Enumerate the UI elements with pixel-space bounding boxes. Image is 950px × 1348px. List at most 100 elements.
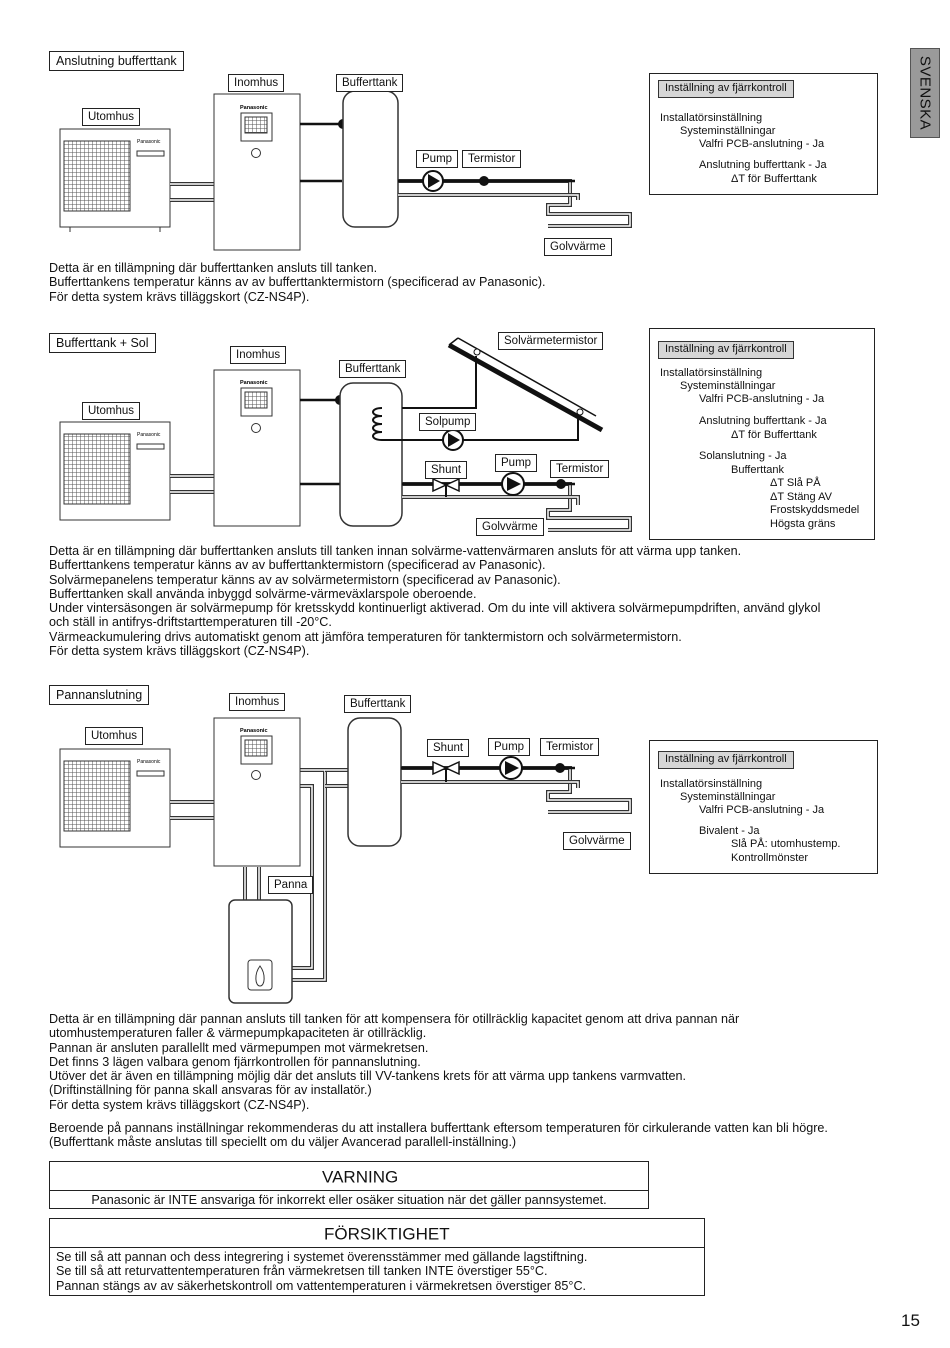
outdoor-brand: Panasonic xyxy=(137,759,161,765)
paragraph-line: Under vintersäsongen är solvärmepump för… xyxy=(49,601,821,616)
settings-line: Slå PÅ: utomhustemp. xyxy=(731,838,841,850)
settings-line: Frostskyddsmedel xyxy=(770,504,860,516)
settings-line: Valfri PCB-anslutning - Ja xyxy=(699,393,825,405)
section2-shunt-label: Shunt xyxy=(425,461,468,479)
section1-pump-label: Pump xyxy=(416,150,459,168)
section2-title: Bufferttank + Sol xyxy=(49,333,156,353)
paragraph-line: Bufferttanken skall använda inbyggd solv… xyxy=(49,586,477,601)
settings-line: Installatörsinställning xyxy=(660,112,763,124)
section1-description: Detta är en tillämpning där bufferttanke… xyxy=(49,261,546,304)
note-paragraph: Beroende på pannans inställningar rekomm… xyxy=(49,1121,828,1150)
section1-outdoor-label: Utomhus xyxy=(82,108,141,126)
section1-floor-label: Golvvärme xyxy=(544,238,612,256)
settings-line: Systeminställningar xyxy=(680,380,776,392)
section3-boiler-label: Panna xyxy=(268,876,314,894)
settings-header: Inställning av fjärrkontroll xyxy=(658,751,794,769)
paragraph-line: Utöver det är även en tillämpning möjlig… xyxy=(49,1069,686,1084)
settings-line: ΔT för Bufferttank xyxy=(731,173,817,185)
section2-indoor-label: Inomhus xyxy=(230,346,287,364)
paragraph-line: och ställ in antifrys-driftstarttemperat… xyxy=(49,615,332,630)
section3-tank-label: Bufferttank xyxy=(344,695,412,713)
section1-tank-label: Bufferttank xyxy=(336,74,404,92)
indoor-brand: Panasonic xyxy=(240,380,268,386)
caution-line: Pannan stängs av av säkerhetskontroll om… xyxy=(56,1278,587,1293)
warning-line: Panasonic är INTE ansvariga för inkorrek… xyxy=(91,1193,607,1207)
section3-thermistor-label: Termistor xyxy=(540,738,600,756)
section3-outdoor-label: Utomhus xyxy=(85,727,144,745)
settings-line: Högsta gräns xyxy=(770,518,836,530)
settings-header: Inställning av fjärrkontroll xyxy=(658,80,794,98)
section3-floor-label: Golvvärme xyxy=(563,832,631,850)
paragraph-line: utomhustemperaturen faller & värmepumpka… xyxy=(49,1026,427,1041)
diagram-section3: Panasonic Panasonic xyxy=(59,717,632,1004)
paragraph-line: Bufferttankens temperatur känns av av bu… xyxy=(49,558,546,573)
section3-pump-label: Pump xyxy=(488,738,531,756)
warning-box: VARNING Panasonic är INTE ansvariga för … xyxy=(49,1161,649,1209)
caution-body: Se till så att pannan och dess integreri… xyxy=(50,1248,704,1296)
section2-outdoor-label: Utomhus xyxy=(82,402,141,420)
caution-title-text: FÖRSIKTIGHET xyxy=(324,1224,450,1244)
indoor-brand: Panasonic xyxy=(240,728,268,734)
settings-line: Systeminställningar xyxy=(680,125,776,137)
indoor-brand: Panasonic xyxy=(240,105,268,111)
section2-description: Detta är en tillämpning där bufferttanke… xyxy=(49,544,820,658)
caution-line: Se till så att pannan och dess integreri… xyxy=(56,1250,588,1264)
paragraph-line: Bufferttankens temperatur känns av av bu… xyxy=(49,275,546,290)
paragraph-line: Det finns 3 lägen valbara genom fjärrkon… xyxy=(49,1054,421,1069)
section3-shunt-label: Shunt xyxy=(427,739,470,757)
settings-line: Installatörsinställning xyxy=(660,367,763,379)
settings-header: Inställning av fjärrkontroll xyxy=(658,341,794,359)
paragraph-line: Solvärmepanelens temperatur känns av av … xyxy=(49,572,561,587)
language-tab: SVENSKA xyxy=(910,48,940,138)
section3-indoor-label: Inomhus xyxy=(229,693,286,711)
section2-pump-label: Pump xyxy=(495,454,538,472)
settings-line: Bufferttank xyxy=(731,464,784,476)
settings-line: Kontrollmönster xyxy=(731,852,809,864)
paragraph-line: (Driftinställning för panna skall ansvar… xyxy=(49,1083,372,1098)
settings-line: Solanslutning - Ja xyxy=(699,450,787,462)
paragraph-line: Detta är en tillämpning där pannan anslu… xyxy=(49,1012,740,1026)
settings-line: Installatörsinställning xyxy=(660,778,763,790)
section2-settings-panel: Inställning av fjärrkontroll Installatör… xyxy=(649,328,875,540)
section3-description: Detta är en tillämpning där pannan anslu… xyxy=(49,1012,739,1112)
outdoor-brand: Panasonic xyxy=(137,139,161,145)
section1-title: Anslutning bufferttank xyxy=(49,51,184,71)
section2-thermistor-label: Termistor xyxy=(550,460,610,478)
warning-title-text: VARNING xyxy=(322,1167,399,1187)
section1-thermistor-label: Termistor xyxy=(462,150,522,168)
settings-line: Systeminställningar xyxy=(680,791,776,803)
diagram-section1: Panasonic Panasonic xyxy=(59,90,632,251)
section2-solar-pump-label: Solpump xyxy=(419,413,477,431)
section2-floor-label: Golvvärme xyxy=(476,518,544,536)
caution-box: FÖRSIKTIGHET Se till så att pannan och d… xyxy=(49,1218,705,1296)
section1-settings-panel: Inställning av fjärrkontroll Installatör… xyxy=(649,73,878,195)
paragraph-line: (Bufferttank måste anslutas till speciel… xyxy=(49,1135,517,1150)
settings-line: Anslutning bufferttank - Ja xyxy=(699,415,827,427)
section1-indoor-label: Inomhus xyxy=(228,74,285,92)
settings-line: Valfri PCB-anslutning - Ja xyxy=(699,138,825,150)
paragraph-line: Värmeackumulering drivs automatiskt geno… xyxy=(49,629,682,644)
section3-settings-panel: Inställning av fjärrkontroll Installatör… xyxy=(649,740,878,874)
page-number: 15 xyxy=(901,1311,920,1330)
caution-title: FÖRSIKTIGHET xyxy=(50,1219,704,1248)
paragraph-line: Pannan är ansluten parallellt med värmep… xyxy=(49,1040,429,1055)
paragraph-line: För detta system krävs tilläggskort (CZ-… xyxy=(49,289,310,304)
section3-title: Pannanslutning xyxy=(49,685,150,705)
paragraph-line: Detta är en tillämpning där bufferttanke… xyxy=(49,261,378,275)
warning-body: Panasonic är INTE ansvariga för inkorrek… xyxy=(50,1191,648,1210)
paragraph-line: Detta är en tillämpning där bufferttanke… xyxy=(49,544,742,558)
settings-line: ΔT Stäng AV xyxy=(770,491,832,503)
settings-line: ΔT Slå PÅ xyxy=(770,477,821,489)
caution-line: Se till så att returvattentemperaturen f… xyxy=(56,1264,548,1279)
paragraph-line: För detta system krävs tilläggskort (CZ-… xyxy=(49,1097,310,1112)
paragraph-line: Beroende på pannans inställningar rekomm… xyxy=(49,1121,828,1135)
settings-line: ΔT för Bufferttank xyxy=(731,429,817,441)
section2-tank-label: Bufferttank xyxy=(339,360,407,378)
paragraph-line: För detta system krävs tilläggskort (CZ-… xyxy=(49,644,310,659)
settings-line: Valfri PCB-anslutning - Ja xyxy=(699,804,825,816)
warning-title: VARNING xyxy=(50,1162,648,1191)
section2-solar-thermistor-label: Solvärmetermistor xyxy=(498,332,604,350)
settings-line: Anslutning bufferttank - Ja xyxy=(699,159,827,171)
settings-line: Bivalent - Ja xyxy=(699,825,760,837)
